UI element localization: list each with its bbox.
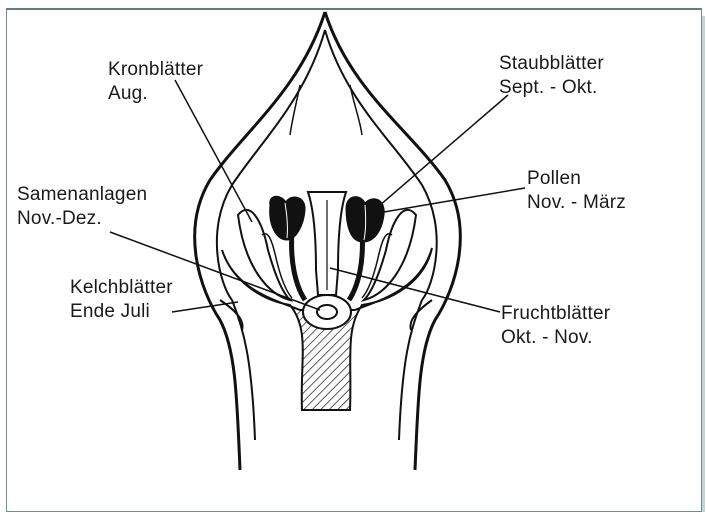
label-samenanlagen: Samenanlagen Nov.-Dez. — [17, 183, 147, 231]
label-staubblaetter-name: Staubblätter — [499, 52, 604, 76]
stamen-filament-left — [292, 232, 305, 300]
label-pollen-time: Nov. - März — [527, 191, 626, 215]
label-fruchtblaetter-name: Fruchtblätter — [501, 302, 610, 326]
label-kronblaetter-time: Aug. — [108, 82, 203, 106]
label-staubblaetter-time: Sept. - Okt. — [499, 76, 604, 100]
label-staubblaetter: Staubblätter Sept. - Okt. — [499, 52, 604, 100]
ovule — [317, 305, 337, 319]
label-kelchblaetter: Kelchblätter Ende Juli — [70, 276, 173, 324]
label-fruchtblaetter-time: Okt. - Nov. — [501, 326, 610, 350]
label-samenanlagen-time: Nov.-Dez. — [17, 207, 147, 231]
label-pollen: Pollen Nov. - März — [527, 167, 626, 215]
label-samenanlagen-name: Samenanlagen — [17, 183, 147, 207]
leader-pollen — [384, 188, 525, 212]
label-kelchblaetter-name: Kelchblätter — [70, 276, 173, 300]
bud-inner-outline-right — [325, 30, 437, 300]
label-kronblaetter-name: Kronblätter — [108, 58, 203, 82]
label-kronblaetter: Kronblätter Aug. — [108, 58, 203, 106]
label-kelchblaetter-time: Ende Juli — [70, 300, 173, 324]
label-fruchtblaetter: Fruchtblätter Okt. - Nov. — [501, 302, 610, 350]
label-pollen-name: Pollen — [527, 167, 626, 191]
